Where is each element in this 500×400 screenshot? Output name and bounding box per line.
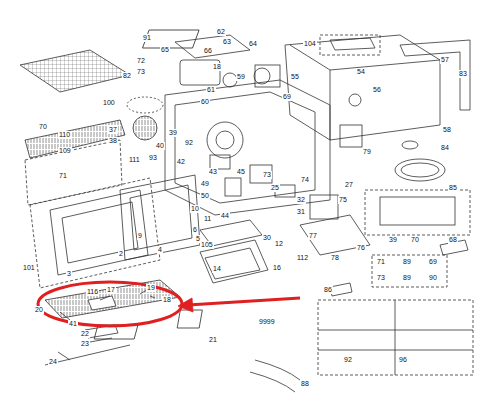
callout-number: 18 (212, 63, 222, 71)
callout-number: 69 (282, 93, 292, 101)
callout-number: 59 (236, 73, 246, 81)
callout-number: 11 (203, 215, 212, 223)
callout-number: 21 (208, 336, 218, 344)
callout-number: 70 (38, 123, 48, 131)
callout-number: 78 (330, 254, 340, 262)
callout-number: 70 (410, 236, 420, 244)
callout-number: 73 (262, 171, 272, 179)
callout-number: 44 (220, 212, 230, 220)
callout-number: 19 (146, 284, 156, 292)
callout-number: 55 (290, 73, 300, 81)
callout-number: 9 (137, 232, 143, 240)
callout-number: 109 (58, 147, 72, 155)
callout-number: 45 (236, 168, 246, 176)
callout-number: 62 (216, 28, 226, 36)
callout-number: 86 (323, 286, 333, 294)
callout-number: 83 (458, 70, 468, 78)
callout-number: 72 (136, 57, 146, 65)
callout-number: 3 (66, 270, 72, 278)
callout-number: 4 (157, 246, 163, 254)
callout-number: 69 (428, 258, 438, 266)
callout-number: 110 (58, 131, 71, 139)
callout-number: 93 (148, 154, 158, 162)
callout-number: 75 (338, 196, 348, 204)
callout-number: 37 (108, 126, 118, 134)
callout-number: 20 (34, 306, 44, 314)
callout-number: 17 (106, 286, 116, 294)
callout-number: 31 (296, 208, 306, 216)
callout-number: 60 (200, 98, 210, 106)
callout-number: 9999 (258, 318, 276, 326)
callout-number: 89 (402, 258, 412, 266)
callout-number: 57 (440, 56, 450, 64)
callout-number: 24 (48, 358, 58, 366)
callout-number: 90 (428, 274, 438, 282)
callout-number: 43 (208, 168, 218, 176)
callout-number: 79 (362, 148, 372, 156)
callout-number: 58 (442, 126, 452, 134)
callout-number: 112 (296, 254, 309, 262)
callout-number: 61 (206, 86, 216, 94)
callout-number: 111 (128, 156, 141, 164)
callout-number: 85 (448, 184, 458, 192)
callout-number: 104 (303, 40, 317, 48)
callout-number: 64 (248, 40, 258, 48)
callout-number: 39 (168, 129, 178, 137)
callout-number: 12 (274, 240, 284, 248)
callout-number: 54 (356, 68, 366, 76)
callout-number: 71 (376, 258, 386, 266)
callout-number: 91 (142, 34, 152, 42)
callout-number: 38 (108, 137, 118, 145)
callout-number: 76 (356, 244, 366, 252)
callout-number: 42 (176, 158, 186, 166)
callout-number: 56 (372, 86, 382, 94)
callout-number: 68 (448, 236, 458, 244)
callout-number: 27 (344, 181, 354, 189)
callout-number: 30 (262, 234, 272, 242)
callout-number: 40 (155, 142, 165, 150)
callout-number: 39 (388, 236, 398, 244)
callout-number: 82 (122, 72, 132, 80)
callout-number: 50 (200, 192, 210, 200)
callout-number: 116 (86, 288, 99, 296)
callout-number: 49 (200, 180, 210, 188)
callout-number: 101 (22, 264, 36, 272)
callout-number: 92 (184, 139, 194, 147)
callout-number: 63 (222, 38, 232, 46)
callout-number: 73 (136, 68, 146, 76)
callout-number: 89 (402, 274, 412, 282)
callout-number: 6 (192, 226, 198, 234)
callout-number: 88 (300, 380, 310, 388)
callout-number: 65 (160, 46, 170, 54)
callout-number: 23 (80, 340, 90, 348)
callout-number: 41 (68, 320, 78, 328)
callout-number: 100 (102, 99, 116, 107)
callout-number: 96 (398, 356, 408, 364)
callout-number: 77 (308, 232, 318, 240)
callout-number: 73 (376, 274, 386, 282)
callout-number: 92 (343, 356, 353, 364)
callout-number: 105 (200, 241, 214, 249)
callout-number: 74 (300, 176, 310, 184)
callout-number: 66 (203, 47, 213, 55)
callout-number: 32 (296, 196, 306, 204)
callout-number: 22 (80, 330, 90, 338)
callout-number: 10 (190, 205, 200, 213)
callout-number: 84 (440, 144, 450, 152)
callout-number: 14 (212, 265, 222, 273)
callout-number: 25 (270, 184, 280, 192)
callout-number: 2 (118, 250, 124, 258)
callout-number: 18 (162, 296, 172, 304)
callout-number: 16 (272, 264, 282, 272)
callout-number: 71 (58, 172, 68, 180)
